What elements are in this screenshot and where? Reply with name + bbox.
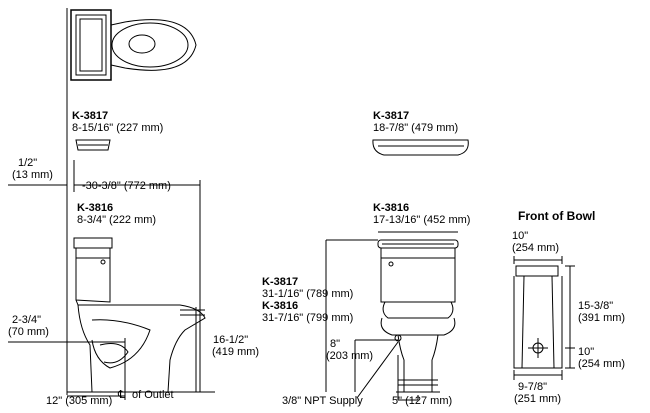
top-dim-a: 8-15/16" (227 mm) xyxy=(72,122,164,134)
supply-label: 3/8" NPT Supply xyxy=(282,395,363,407)
supply-height-mm-label: (203 mm) xyxy=(326,350,374,362)
bowl-front-title: Front of Bowl xyxy=(518,209,596,223)
plan-view xyxy=(70,9,197,81)
rim-height-mm-label: (419 mm) xyxy=(212,346,260,358)
bowl-lower-height-label: 10" xyxy=(578,346,595,358)
side-model-b: K-3816 xyxy=(77,202,114,214)
side-dim-b: 8-3/4" (222 mm) xyxy=(77,214,157,226)
front-model-b: K-3816 xyxy=(373,202,410,214)
front-view xyxy=(377,239,459,393)
outlet-height-label: 2-3/4" xyxy=(12,314,41,326)
top-model-a: K-3817 xyxy=(72,110,109,122)
outlet-label: of Outlet xyxy=(132,389,174,401)
front-width-b: 17-13/16" (452 mm) xyxy=(373,214,471,226)
bowl-lower-height-mm-label: (254 mm) xyxy=(578,358,626,370)
height-a-label: 31-1/16" (789 mm) xyxy=(262,288,354,300)
lid-profile-left xyxy=(75,139,111,151)
bowl-height-mm-label: (391 mm) xyxy=(578,312,626,324)
lid-profile-right xyxy=(372,139,469,156)
wall-offset-label: 1/2" xyxy=(18,157,38,169)
rough-in-label: 12" (305 mm) xyxy=(46,395,113,407)
bowl-top-width-label: 10" xyxy=(512,230,529,242)
depth-label: -30-3/8" (772 mm) xyxy=(82,180,171,192)
height-model-b: K-3816 xyxy=(262,300,299,312)
front-width-a: 18-7/8" (479 mm) xyxy=(373,122,459,134)
bowl-top-width-mm-label: (254 mm) xyxy=(512,242,560,254)
outlet-height-mm-label: (70 mm) xyxy=(8,326,49,338)
bowl-base-width-label: 9-7/8" xyxy=(518,381,547,393)
outlet-symbol: ℄ xyxy=(118,389,126,401)
wall-offset-mm-label: (13 mm) xyxy=(12,169,53,181)
bowl-base-width-mm-label: (251 mm) xyxy=(514,393,562,405)
side-view xyxy=(73,237,206,393)
height-b-label: 31-7/16" (799 mm) xyxy=(262,312,354,324)
bowl-front-view xyxy=(513,265,563,369)
rim-height-label: 16-1/2" xyxy=(213,334,249,346)
front-model-a: K-3817 xyxy=(373,110,410,122)
height-model-a: K-3817 xyxy=(262,276,299,288)
supply-offset-label: 5" (127 mm) xyxy=(392,395,453,407)
bowl-height-label: 15-3/8" xyxy=(578,300,614,312)
supply-height-label: 8" xyxy=(330,338,341,350)
